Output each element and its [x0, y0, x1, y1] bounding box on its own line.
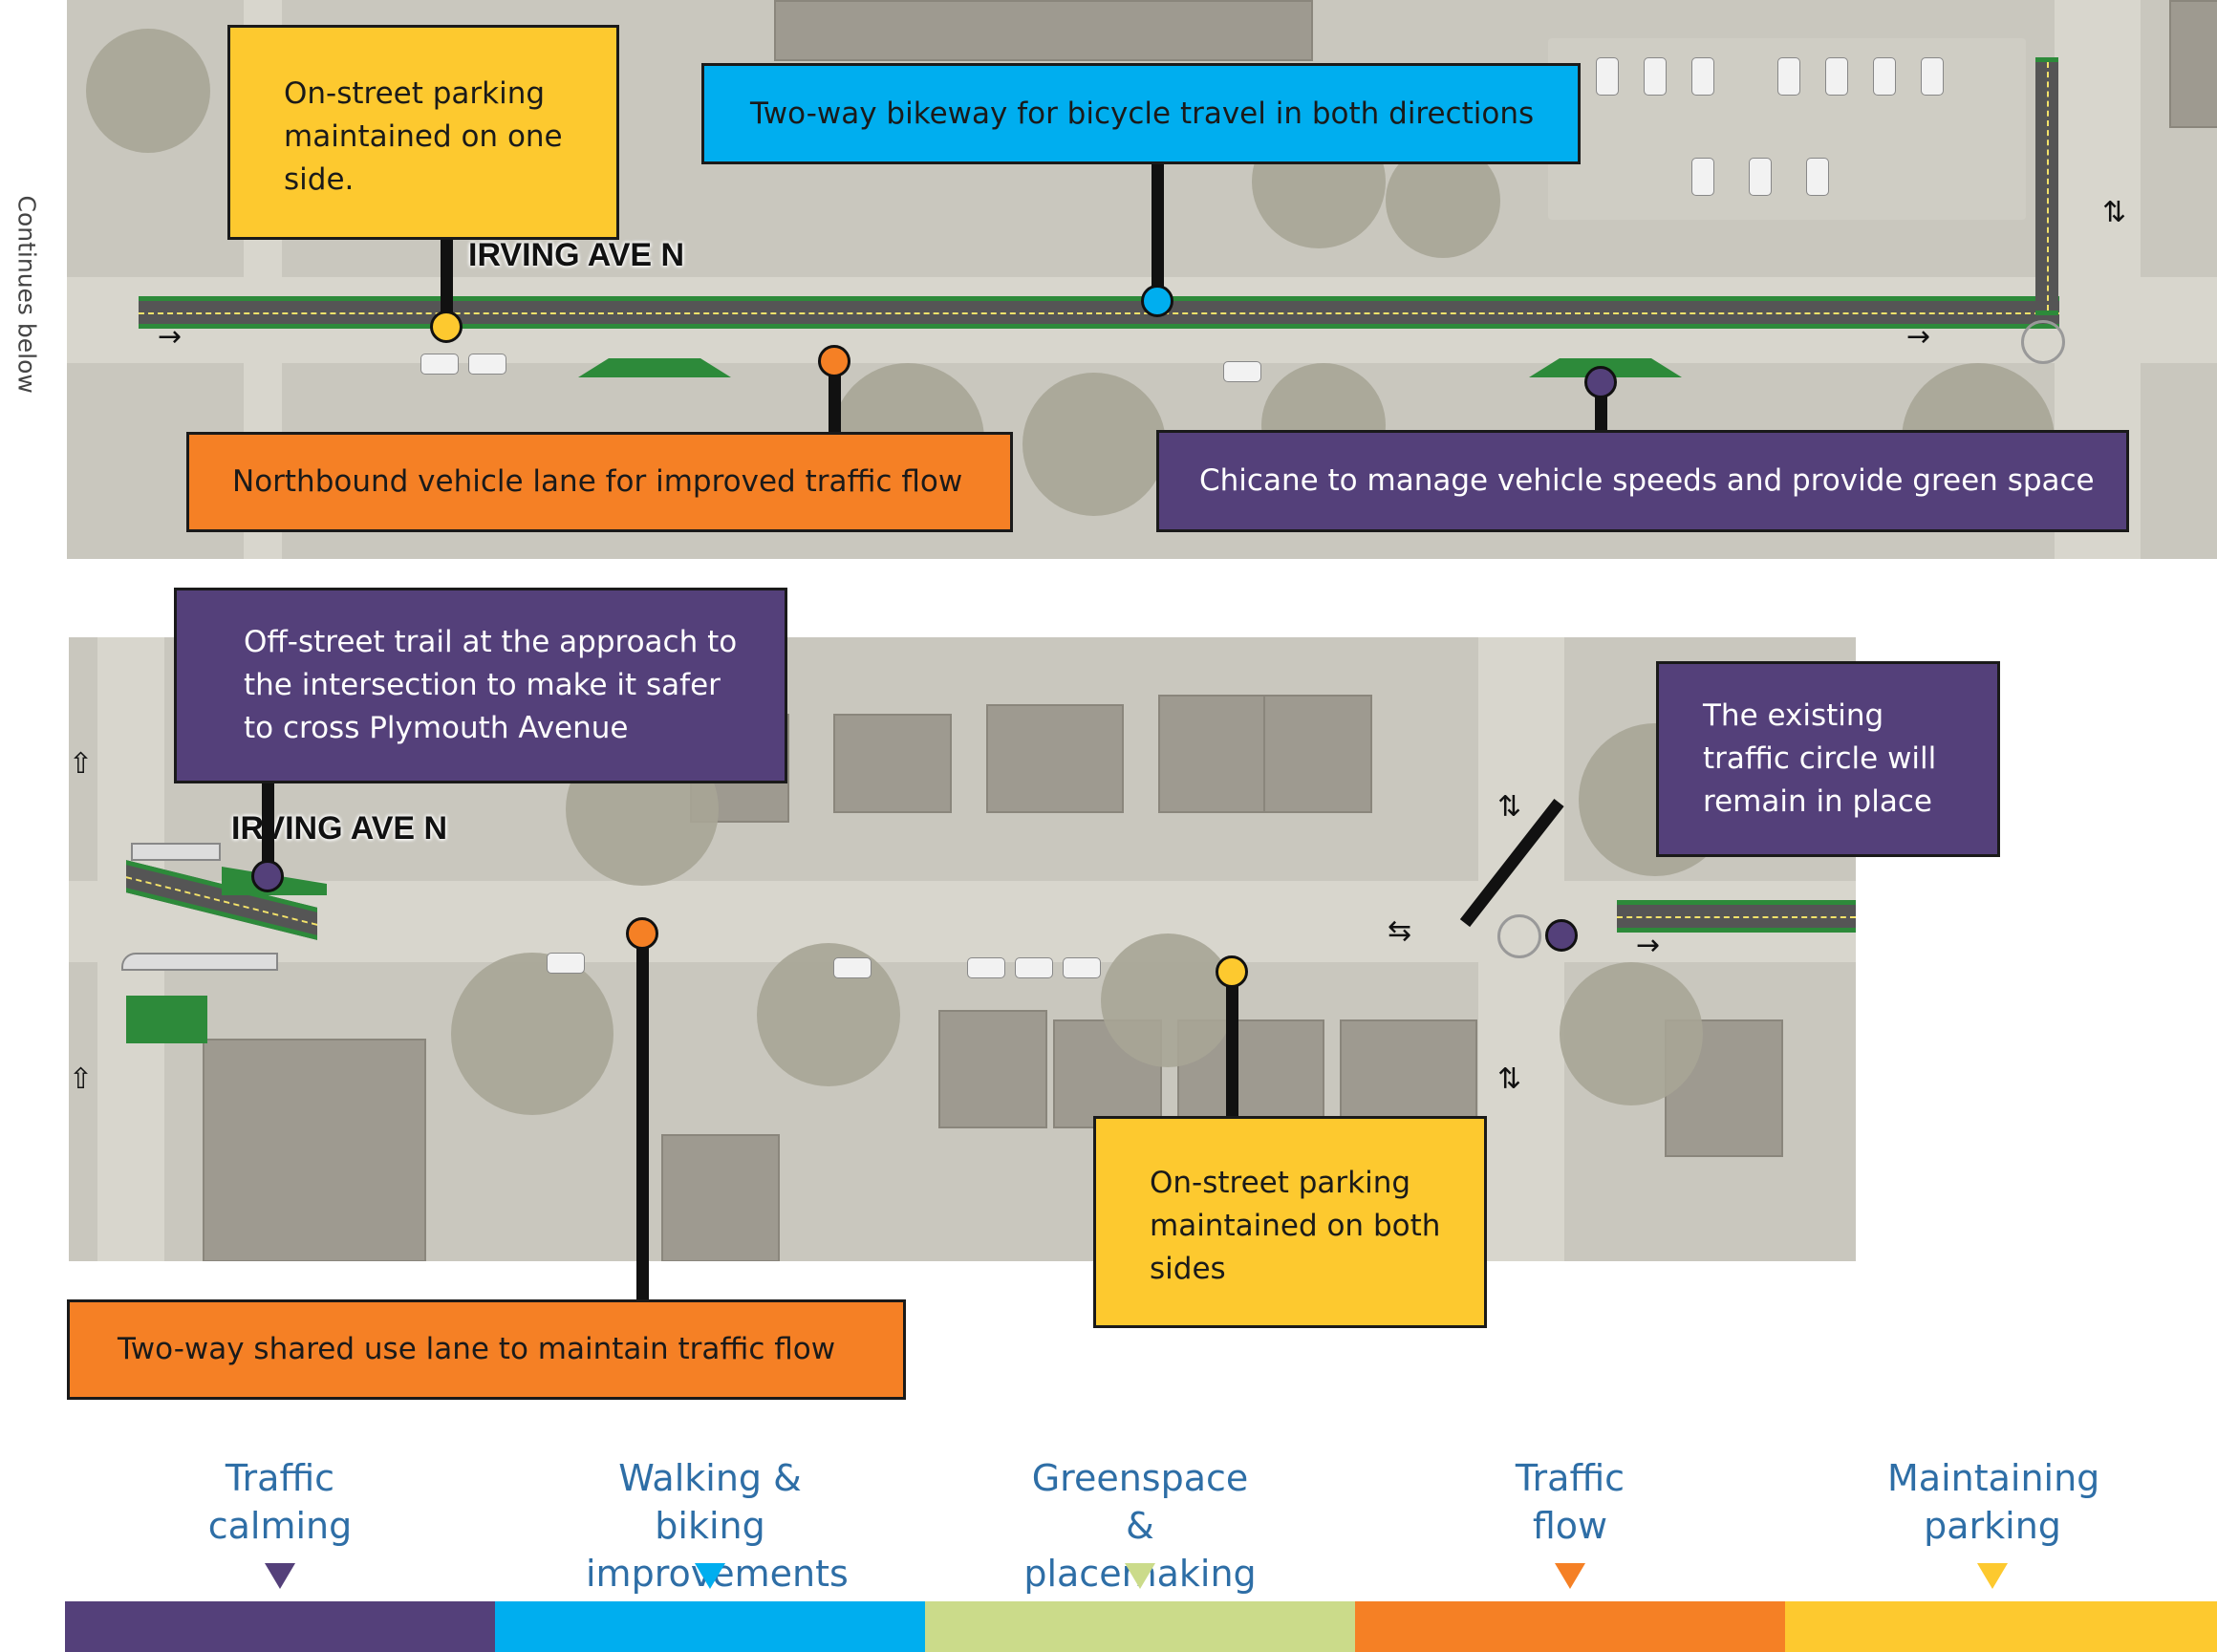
car [547, 953, 585, 974]
two-way-arrow-icon: ⇅ [1497, 1062, 1522, 1096]
callout-text: Two-way shared use lane to maintain traf… [118, 1332, 836, 1366]
house-roof [1263, 695, 1372, 813]
traffic-circle [1497, 914, 1541, 958]
legend-pointer-icon [265, 1563, 295, 1589]
callout-stem [636, 946, 649, 1299]
car [420, 354, 459, 375]
tree [1560, 962, 1703, 1105]
car [1691, 57, 1714, 96]
legend-label-traffic-calming: Traffic calming [207, 1457, 353, 1547]
car [1596, 57, 1619, 96]
car [468, 354, 506, 375]
two-way-arrow-icon: ⇅ [2102, 196, 2127, 229]
callout-traffic-circle: The existing traffic circle will remain … [1656, 661, 2000, 857]
callout-chicane: Chicane to manage vehicle speeds and pro… [1156, 430, 2129, 532]
north-arrow-icon: ⇧ [69, 1062, 94, 1096]
legend-label-parking: Maintaining parking [1887, 1457, 2100, 1547]
car [1806, 158, 1829, 196]
house-roof [833, 714, 952, 813]
car [833, 957, 872, 978]
house-roof [986, 704, 1124, 813]
callout-stem [1595, 387, 1607, 435]
callout-text: The existing traffic circle will remain … [1703, 698, 1937, 819]
house-roof [203, 1039, 426, 1261]
tree [1101, 933, 1235, 1067]
car [967, 957, 1005, 978]
northbound-arrow-icon: → [1906, 320, 1931, 354]
car [1015, 957, 1053, 978]
continues-below-note: Continues below [12, 195, 41, 394]
house-roof [661, 1134, 780, 1261]
sidewalk-ramp [131, 843, 221, 861]
tree [757, 943, 900, 1086]
northbound-arrow-icon: → [158, 320, 183, 354]
legend-bar-greenspace [925, 1601, 1355, 1652]
car [1873, 57, 1896, 96]
callout-off-street-trail: Off-street trail at the approach to the … [174, 588, 787, 783]
northbound-arrow-icon: → [1636, 929, 1661, 962]
tree [86, 29, 210, 153]
bikeway-marker [1141, 285, 1173, 317]
parking-marker [430, 311, 463, 343]
callout-stem [1152, 162, 1164, 296]
street-label-top: IRVING AVE N [468, 237, 685, 273]
parking-marker [1216, 955, 1248, 988]
callout-text: Chicane to manage vehicle speeds and pro… [1199, 463, 2095, 498]
car [1825, 57, 1848, 96]
legend-bar-traffic-flow [1355, 1601, 1785, 1652]
car [1063, 957, 1101, 978]
callout-stem [262, 779, 274, 869]
legend-bar-parking [1785, 1601, 2217, 1652]
two-way-arrow-icon: ⇆ [1388, 914, 1412, 948]
sidewalk-ramp [121, 953, 278, 971]
car [1749, 158, 1772, 196]
car [1691, 158, 1714, 196]
callout-stem [829, 368, 841, 435]
callout-text: Off-street trail at the approach to the … [244, 625, 738, 745]
callout-shared-use-lane: Two-way shared use lane to maintain traf… [67, 1299, 906, 1400]
house-roof [938, 1010, 1047, 1128]
tree [451, 953, 613, 1115]
tree [1022, 373, 1166, 516]
callout-parking-both-sides: On-street parking maintained on both sid… [1093, 1116, 1487, 1328]
legend-pointer-icon [695, 1563, 725, 1589]
callout-text: On-street parking maintained on both sid… [1150, 1166, 1441, 1286]
traffic-circle [2021, 320, 2065, 364]
car [1644, 57, 1667, 96]
callout-parking-one-side: On-street parking maintained on one side… [227, 25, 619, 240]
map-road [69, 881, 1856, 962]
legend-bar-walking-biking [495, 1601, 925, 1652]
trail-green-space [126, 996, 207, 1043]
map-road [97, 637, 164, 1261]
callout-northbound-lane: Northbound vehicle lane for improved tra… [186, 432, 1013, 532]
callout-stem [1226, 984, 1238, 1118]
callout-stem [441, 234, 453, 325]
legend-label-traffic-flow: Traffic flow [1515, 1457, 1625, 1547]
chicane-green-space [578, 358, 731, 377]
two-way-bikeway [139, 296, 2059, 329]
building-roof [774, 0, 1313, 61]
traffic-flow-marker [818, 345, 850, 377]
two-way-bikeway-north-leg [2035, 57, 2058, 315]
legend-bar-traffic-calming [65, 1601, 495, 1652]
legend-pointer-icon [1125, 1563, 1155, 1589]
traffic-flow-marker [626, 917, 658, 950]
car [1223, 361, 1261, 382]
callout-two-way-bikeway: Two-way bikeway for bicycle travel in bo… [701, 63, 1581, 164]
traffic-calming-marker [1545, 919, 1578, 952]
callout-text: On-street parking maintained on one side… [284, 76, 563, 197]
traffic-calming-marker [251, 860, 284, 892]
two-way-arrow-icon: ⇅ [1497, 790, 1522, 824]
callout-text: Northbound vehicle lane for improved tra… [232, 464, 963, 499]
car [1777, 57, 1800, 96]
north-arrow-icon: ⇧ [69, 747, 94, 781]
traffic-calming-marker [1584, 366, 1617, 398]
legend-pointer-icon [1555, 1563, 1585, 1589]
legend-pointer-icon [1977, 1563, 2008, 1589]
building-roof [2169, 0, 2217, 128]
car [1921, 57, 1944, 96]
two-way-bikeway-continued [1617, 900, 1856, 933]
callout-text: Two-way bikeway for bicycle travel in bo… [750, 97, 1535, 131]
